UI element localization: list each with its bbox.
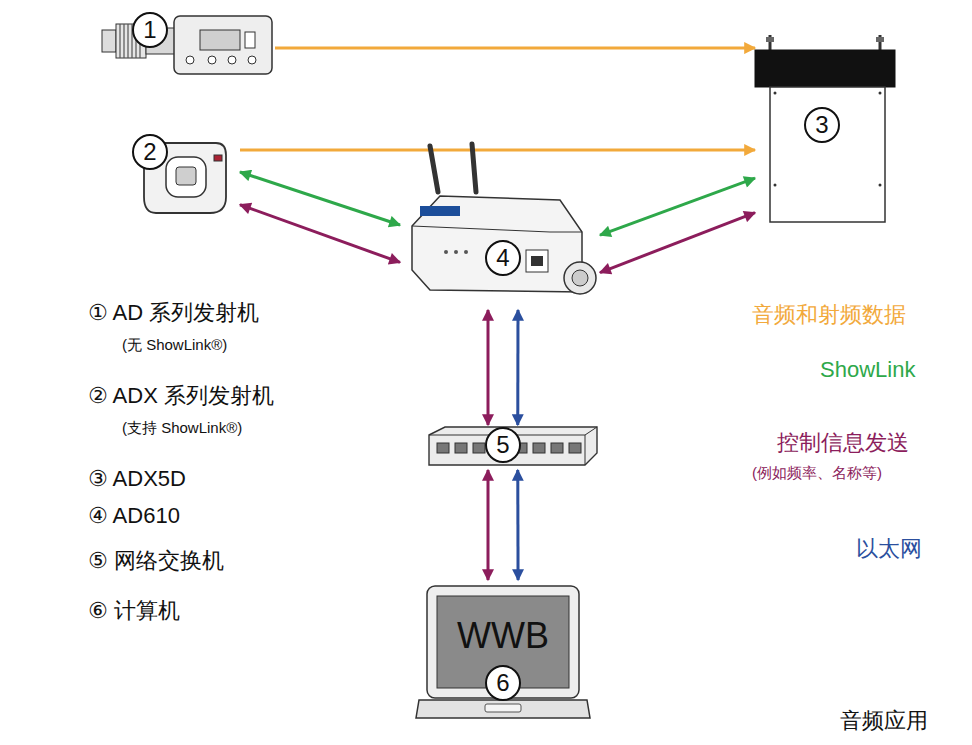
transmitter-device: 1	[100, 0, 275, 80]
legend-text: 控制信息发送	[777, 430, 909, 455]
computer-device: WWB 6	[415, 580, 590, 728]
signal-arrow	[486, 470, 489, 580]
part-name: ① AD 系列发射机	[88, 298, 259, 328]
part-name: ④ AD610	[88, 503, 180, 529]
legend-entry: 控制信息发送	[777, 428, 909, 458]
part-name: (支持 ShowLink®)	[122, 419, 242, 438]
ad610-icon	[400, 140, 600, 310]
signal-arrow	[516, 470, 519, 580]
receiver-device: 3	[755, 35, 895, 222]
callout-number: 4	[485, 240, 521, 276]
legend-text: ShowLink	[820, 357, 915, 382]
callout-number: 6	[485, 665, 521, 701]
callout-number: 1	[132, 12, 168, 48]
legend-text: 音频和射频数据	[752, 302, 906, 327]
signal-arrow	[487, 310, 490, 425]
legend-entry: 音频和射频数据	[752, 300, 906, 330]
signal-arrow	[240, 172, 400, 225]
part-name: ② ADX 系列发射机	[88, 381, 274, 411]
signal-arrow	[600, 178, 755, 235]
access-point-device: 4	[400, 140, 600, 310]
signal-arrow	[240, 205, 400, 263]
callout-number: 2	[132, 134, 168, 170]
legend-entry: ShowLink	[820, 357, 915, 383]
legend-entry: 以太网	[856, 534, 922, 564]
signal-arrow	[240, 148, 755, 151]
part-name: ⑥ 计算机	[88, 596, 180, 626]
callout-number: 3	[804, 107, 840, 143]
part-name: (无 ShowLink®)	[122, 336, 227, 355]
watermark: 音频应用	[840, 706, 928, 736]
signal-arrow	[600, 213, 755, 273]
legend-text: 以太网	[856, 536, 922, 561]
legend-note: (例如频率、名称等)	[752, 464, 882, 483]
part-name: ⑤ 网络交换机	[88, 546, 224, 576]
switch-device: 5	[425, 425, 600, 470]
transmitter-device: 2	[130, 135, 240, 218]
signal-arrow	[516, 310, 519, 425]
part-name: ③ ADX5D	[88, 466, 186, 492]
signal-arrow	[275, 47, 755, 50]
callout-number: 5	[485, 427, 521, 463]
ad-transmitter-icon	[100, 0, 275, 80]
screen-text: WWB	[457, 615, 549, 657]
